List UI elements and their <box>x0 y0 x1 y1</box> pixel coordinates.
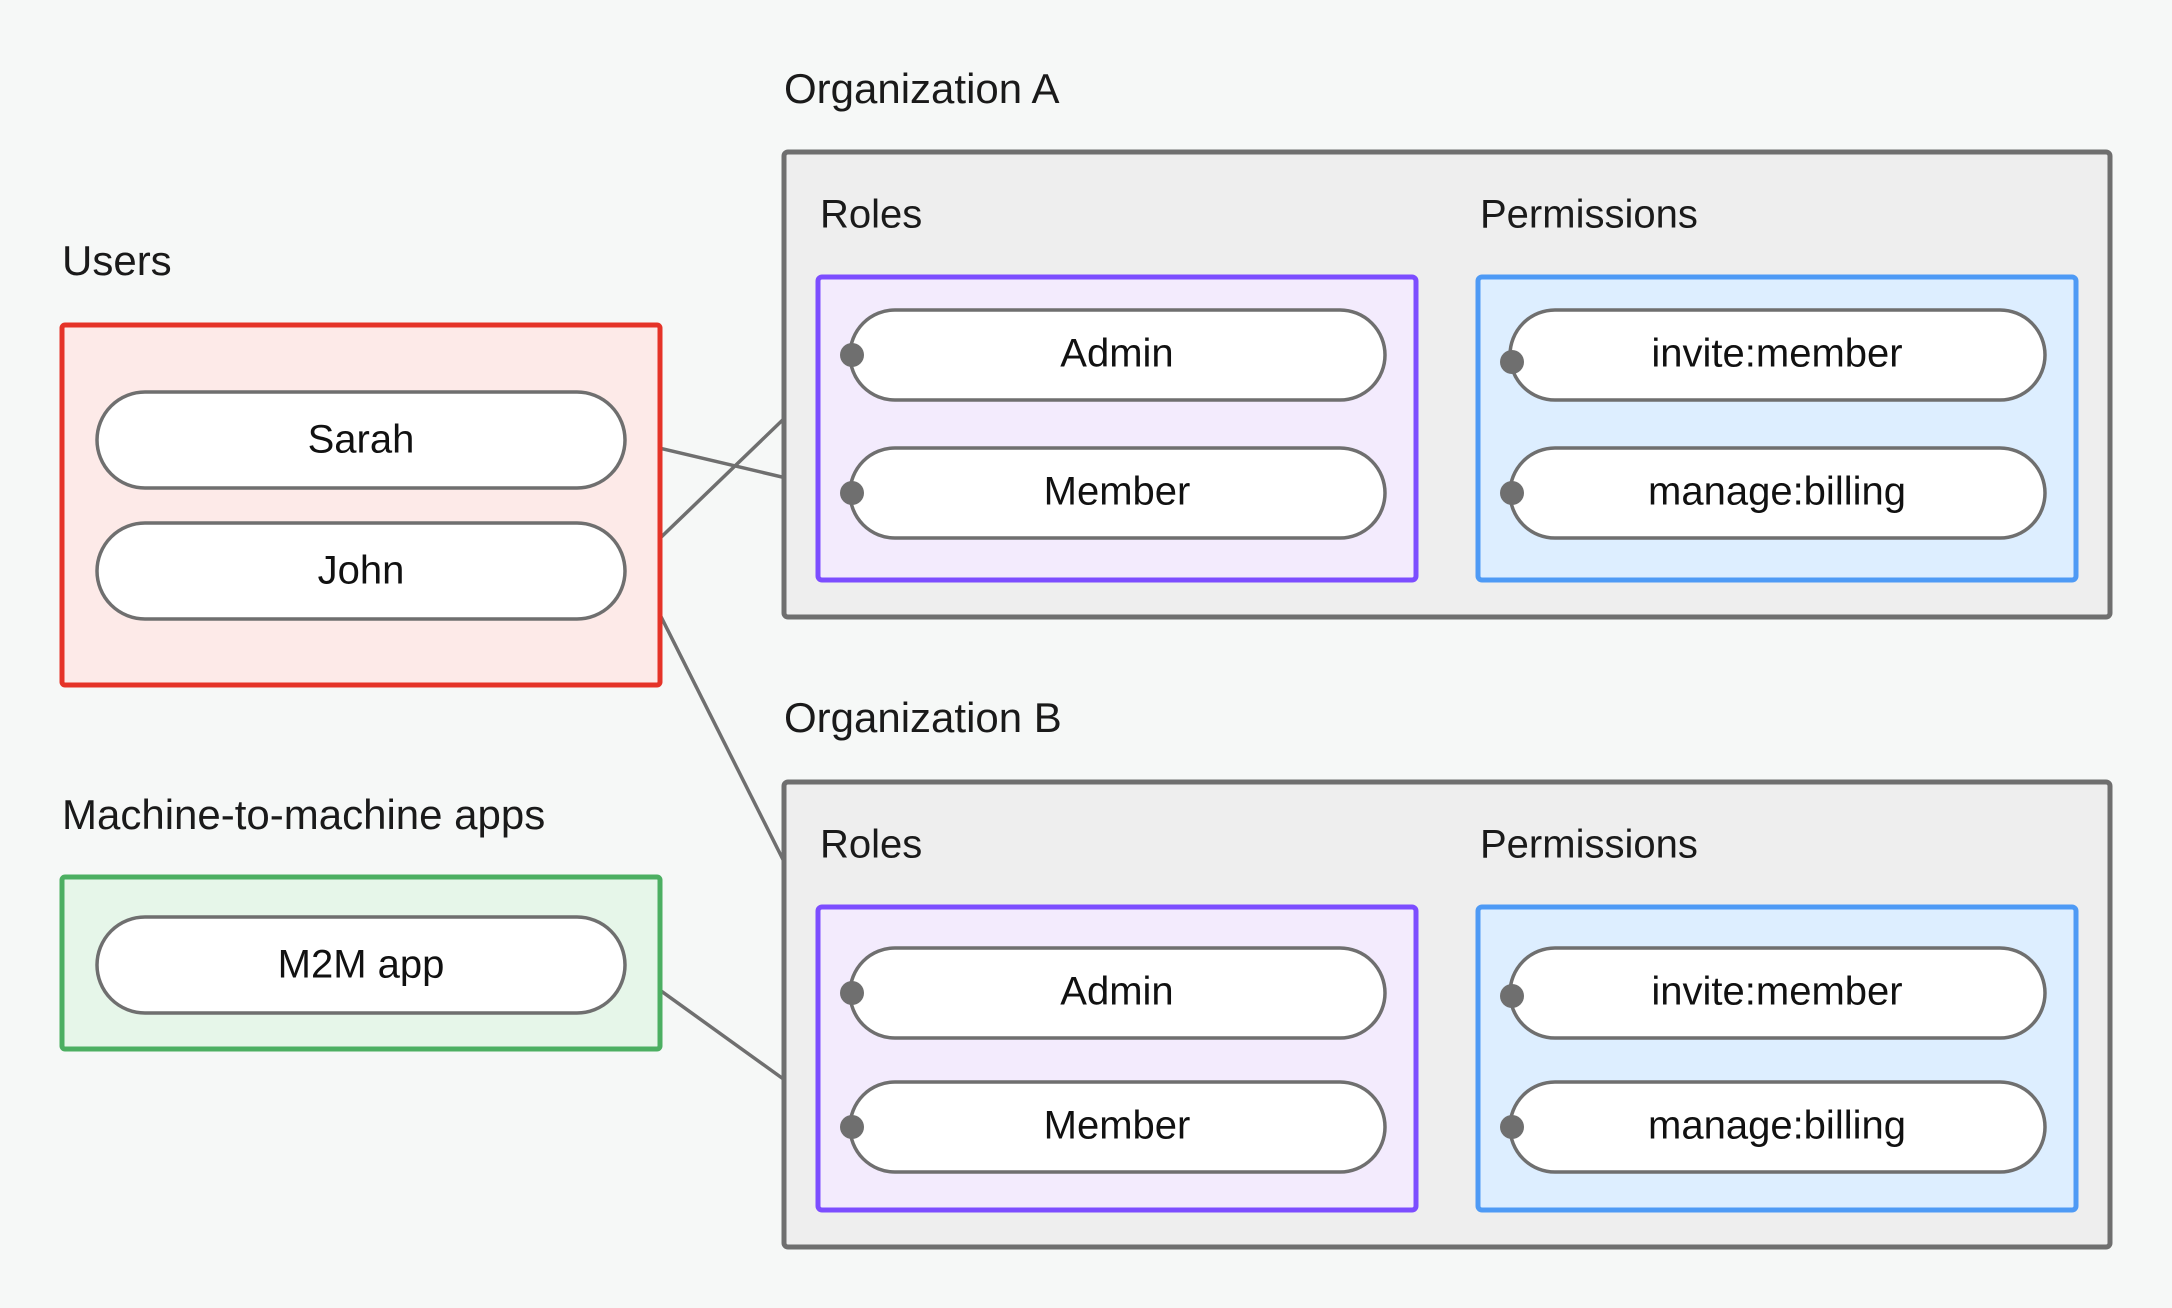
group-m2m-apps[interactable]: Machine-to-machine apps M2M app <box>59 791 663 1052</box>
node-john-label: John <box>318 549 405 593</box>
node-m2m-app-label: M2M app <box>278 943 445 987</box>
node-org-b-role-member-label: Member <box>1044 1104 1191 1148</box>
node-org-a-perm-invite-member[interactable]: invite:member <box>1508 308 2047 402</box>
node-sarah-pill[interactable] <box>95 390 627 490</box>
org-a-roles-label: Roles <box>820 193 922 237</box>
node-org-a-role-admin-label: Admin <box>1060 332 1173 376</box>
org-a-label: Organization A <box>784 65 1060 112</box>
node-john-pill[interactable] <box>95 521 627 621</box>
node-m2m-app[interactable]: M2M app <box>95 915 627 1015</box>
node-org-b-role-admin-label: Admin <box>1060 970 1173 1014</box>
org-b-permissions-label: Permissions <box>1480 823 1698 867</box>
node-org-b-role-member[interactable]: Member <box>848 1080 1387 1174</box>
group-organization-b[interactable]: Organization B Roles Admin Member Permis… <box>781 694 2113 1250</box>
node-org-b-perm-invite-member[interactable]: invite:member <box>1508 946 2047 1040</box>
node-org-b-perm-manage-billing[interactable]: manage:billing <box>1508 1080 2047 1174</box>
node-org-a-role-member-label: Member <box>1044 470 1191 514</box>
node-org-a-perm-invite-member-label: invite:member <box>1651 332 1902 376</box>
org-b-roles-label: Roles <box>820 823 922 867</box>
org-b-label: Organization B <box>784 694 1062 741</box>
endpoint-dot-orgA-invite-member-in <box>1500 350 1524 374</box>
endpoint-dot-orgB-member-in <box>840 1115 864 1139</box>
node-john[interactable]: John <box>95 521 627 621</box>
node-org-a-perm-manage-billing[interactable]: manage:billing <box>1508 446 2047 540</box>
org-a-permissions-group[interactable]: Permissions invite:member manage:billing <box>1475 193 2079 583</box>
edge-endpoint-dots <box>840 343 1524 1139</box>
node-org-b-role-admin[interactable]: Admin <box>848 946 1387 1040</box>
endpoint-dot-orgA-admin-in <box>840 343 864 367</box>
endpoint-dot-orgB-invite-member-in <box>1500 984 1524 1008</box>
group-organization-a[interactable]: Organization A Roles Admin Member Permis… <box>781 65 2113 620</box>
node-org-a-role-admin[interactable]: Admin <box>848 308 1387 402</box>
node-org-b-perm-manage-billing-label: manage:billing <box>1648 1104 1906 1148</box>
m2m-group-label: Machine-to-machine apps <box>62 791 545 838</box>
endpoint-dot-orgA-manage-billing-in <box>1500 481 1524 505</box>
users-group-label: Users <box>62 237 172 284</box>
node-org-a-perm-manage-billing-label: manage:billing <box>1648 470 1906 514</box>
node-sarah[interactable]: Sarah <box>95 390 627 490</box>
org-a-permissions-label: Permissions <box>1480 193 1698 237</box>
endpoint-dot-orgA-member-in <box>840 481 864 505</box>
org-b-permissions-group[interactable]: Permissions invite:member manage:billing <box>1475 823 2079 1213</box>
endpoint-dot-orgB-manage-billing-in <box>1500 1115 1524 1139</box>
group-users[interactable]: Users Sarah John <box>59 237 663 688</box>
endpoint-dot-orgB-admin-in <box>840 981 864 1005</box>
node-org-a-role-member[interactable]: Member <box>848 446 1387 540</box>
users-container[interactable] <box>59 322 663 688</box>
node-org-b-perm-invite-member-label: invite:member <box>1651 970 1902 1014</box>
org-b-roles-group[interactable]: Roles Admin Member <box>815 823 1419 1213</box>
node-m2m-app-pill[interactable] <box>95 915 627 1015</box>
node-sarah-label: Sarah <box>308 418 415 462</box>
